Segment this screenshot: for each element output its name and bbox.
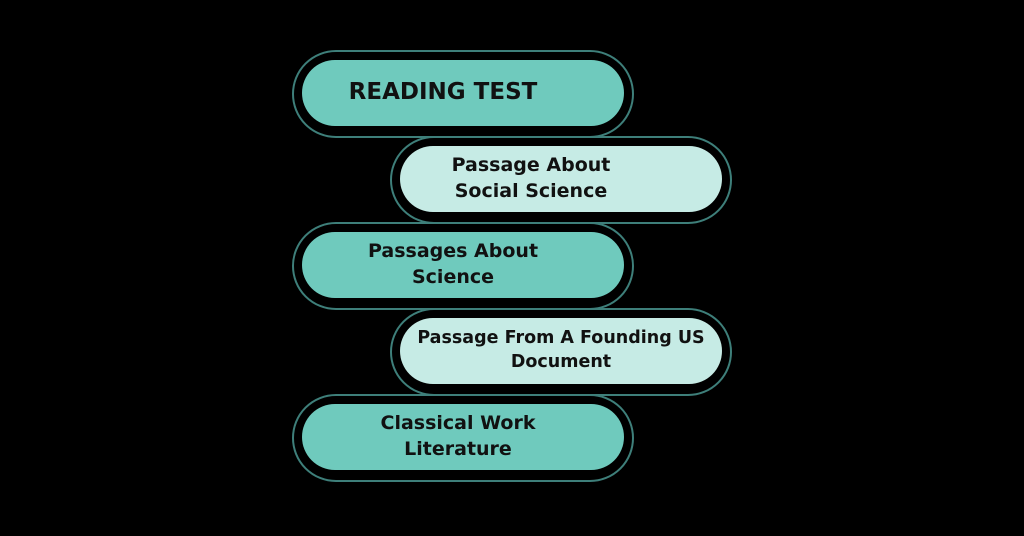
step-4-pill: Classical Work Literature <box>302 404 624 470</box>
step-3-line-1: Passage From A Founding US <box>417 328 705 349</box>
step-4-line-1: Classical Work <box>380 412 536 435</box>
step-4-line-2: Literature <box>404 438 512 460</box>
step-3-line-2: Document <box>510 352 612 372</box>
step-2-line-1: Passages About <box>367 240 539 263</box>
step-2-pill: Passages About Science <box>302 232 624 298</box>
title-text: READING TEST <box>348 79 538 106</box>
title-pill: READING TEST <box>302 60 624 126</box>
step-1-line-2: Social Science <box>454 180 608 202</box>
step-1-pill: Passage About Social Science <box>400 146 722 212</box>
step-2-line-2: Science <box>411 266 495 288</box>
step-3-pill: Passage From A Founding US Document <box>400 318 722 384</box>
step-1-line-1: Passage About <box>451 154 611 177</box>
